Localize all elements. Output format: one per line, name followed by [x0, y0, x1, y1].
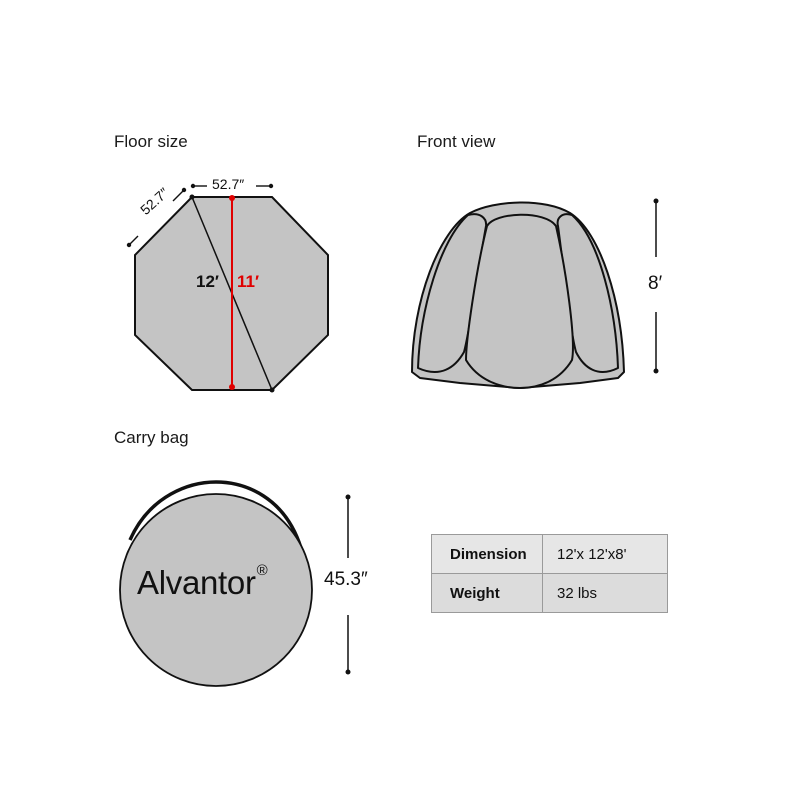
tent-front-view: [411, 201, 625, 389]
floor-size-heading: Floor size: [114, 132, 188, 151]
spec-value: 32 lbs: [542, 573, 668, 613]
carry-bag-heading: Carry bag: [114, 428, 189, 447]
floor-width-label: 11′: [237, 272, 260, 291]
table-row: Dimension 12'x 12'x8': [431, 534, 668, 574]
spec-value: 12'x 12'x8': [542, 534, 668, 574]
bag-height-label: 45.3″: [324, 569, 368, 590]
table-row: Weight 32 lbs: [431, 573, 668, 613]
floor-octagon: [126, 183, 329, 393]
tent-height-marker: [653, 198, 659, 374]
floor-top-edge-label: 52.7″: [212, 176, 245, 192]
bag-height-marker: [345, 494, 351, 675]
registered-mark: ®: [256, 562, 268, 579]
spec-key: Dimension: [431, 534, 543, 574]
spec-key: Weight: [431, 573, 543, 613]
tent-height-label: 8′: [648, 273, 663, 294]
front-view-heading: Front view: [417, 132, 496, 151]
carry-bag: [119, 480, 313, 687]
floor-diagonal-label: 12′: [196, 272, 219, 291]
brand-name: Alvantor: [137, 564, 256, 601]
brand-logo: Alvantor®: [137, 562, 268, 602]
spec-table: Dimension 12'x 12'x8' Weight 32 lbs: [431, 534, 668, 613]
